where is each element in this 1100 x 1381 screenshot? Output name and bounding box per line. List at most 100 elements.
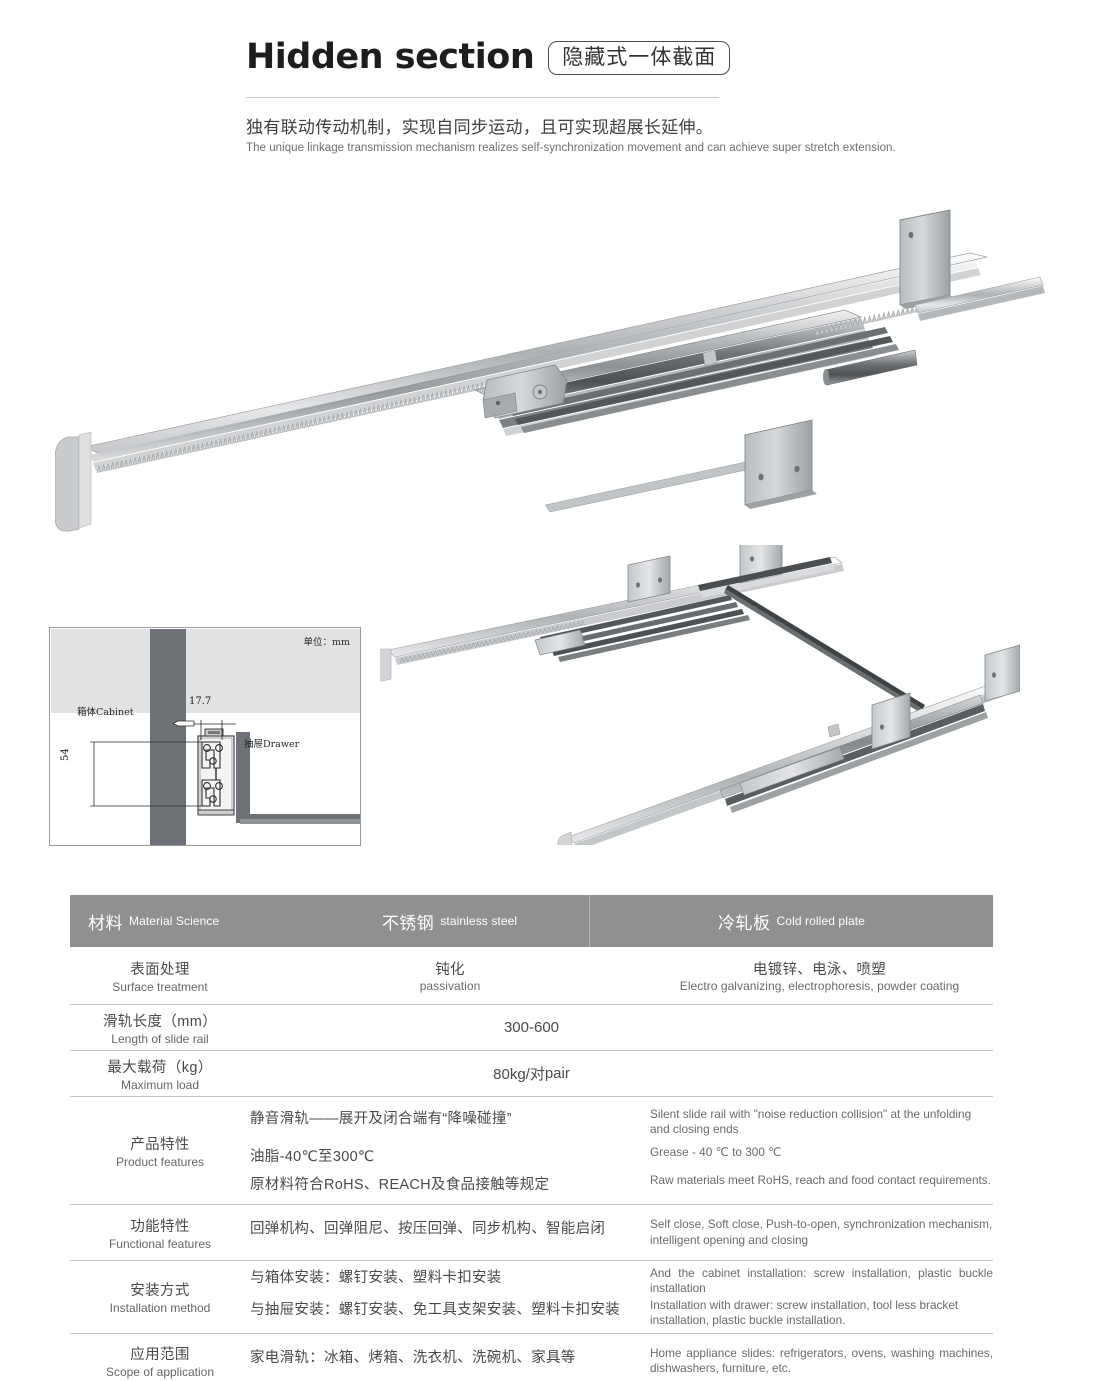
feature-cn: 与抽屉安装：螺钉安装、免工具支架安装、塑料卡扣安装 [250, 1301, 620, 1318]
cross-section-svg [51, 629, 360, 845]
header-coldrolled-en: Cold rolled plate [776, 914, 865, 928]
subtitle-english: The unique linkage transmission mechanis… [246, 142, 896, 154]
row-label-en: Installation method [109, 1301, 211, 1315]
row-label-cn: 表面处理 [130, 961, 190, 978]
rail-end-cap [55, 431, 92, 532]
row-label-max-load: 最大载荷（kg） Maximum load [70, 1051, 250, 1096]
product-image-synchronized-rail-pair [380, 545, 1020, 845]
header-cell-coldrolled: 冷轧板 Cold rolled plate [590, 895, 993, 947]
row-label-en: Length of slide rail [111, 1031, 209, 1046]
header-material-en: Material Science [129, 914, 220, 928]
feature-en: Raw materials meet RoHS, reach and food … [650, 1173, 991, 1188]
feature-en: Home appliance slides: refrigerators, ov… [650, 1345, 993, 1375]
mounting-bracket-left [744, 419, 817, 509]
feature-item: 回弹机构、回弹阻尼、按压回弹、同步机构、智能启闭 Self close, Sof… [250, 1217, 993, 1248]
row-label-installation-method: 安装方式 Installation method [70, 1261, 250, 1333]
header-cell-material: 材料 Material Science [70, 895, 310, 947]
table-row: 功能特性 Functional features 回弹机构、回弹阻尼、按压回弹、… [70, 1205, 993, 1261]
row-label-en: Maximum load [120, 1077, 200, 1092]
feature-item: 油脂-40℃至300℃ Grease - 40 ℃ to 300 ℃ [250, 1145, 993, 1166]
dimension-line-horizontal [190, 720, 236, 740]
feature-cn: 回弹机构、回弹阻尼、按压回弹、同步机构、智能启闭 [250, 1221, 606, 1238]
row-label-en: Scope of application [105, 1365, 215, 1379]
row-value-length: 300-600 [503, 1019, 560, 1036]
telescoping-rods [510, 327, 899, 433]
table-row: 滑轨长度（mm） Length of slide rail 300-600 [70, 1005, 993, 1051]
header-coldrolled-cn: 冷轧板 [718, 913, 771, 933]
feature-item: 与箱体安装：螺钉安装、塑料卡扣安装 And the cabinet instal… [250, 1266, 993, 1297]
row-label-cn: 安装方式 [130, 1283, 190, 1299]
title-badge-chinese: 隐藏式一体截面 [548, 40, 731, 75]
value-en: Electro galvanizing, electrophoresis, po… [679, 979, 960, 993]
dimension-width-label: 17.7 [189, 696, 212, 707]
dimension-line-vertical [90, 741, 202, 807]
header-material-cn: 材料 [88, 913, 123, 933]
page-title: Hidden section [246, 37, 535, 77]
row-label-en: Product features [115, 1154, 205, 1169]
table-row: 应用范围 Scope of application 家电滑轨：冰箱、烤箱、洗衣机… [70, 1334, 993, 1381]
top-clip [702, 349, 718, 367]
dimension-height-label: 54 [60, 748, 71, 761]
upper-rail-assembly [380, 545, 844, 682]
header-divider [246, 97, 719, 98]
row-label-surface-treatment: 表面处理 Surface treatment [70, 947, 250, 1004]
pivot-slider-block [482, 364, 568, 419]
row-label-cn: 应用范围 [130, 1347, 190, 1363]
feature-en: Installation with drawer: screw installa… [650, 1297, 959, 1327]
feature-cn: 油脂-40℃至300℃ [250, 1148, 375, 1165]
specification-table: 材料 Material Science 不锈钢 stainless steel … [70, 895, 1030, 1381]
fastener-arrow [172, 720, 195, 727]
lower-rail-assembly [557, 644, 1020, 845]
cross-section-technical-drawing: 单位：mm 箱体Cabinet 抽屉Drawer 17.7 54 [49, 627, 361, 846]
row-label-length: 滑轨长度（mm） Length of slide rail [70, 1005, 250, 1050]
header-stainless-en: stainless steel [440, 914, 518, 928]
product-features-list: 静音滑轨——展开及闭合端有“降噪碰撞” Silent slide rail wi… [250, 1097, 993, 1204]
feature-en: Grease - 40 ℃ to 300 ℃ [650, 1144, 782, 1159]
drawer-label: 抽屉Drawer [244, 739, 300, 750]
feature-cn: 原材料符合RoHS、REACH及食品接触等规定 [250, 1177, 550, 1194]
header-cell-stainless: 不锈钢 stainless steel [310, 895, 590, 947]
row-label-en: Functional features [108, 1236, 212, 1251]
secondary-rack [544, 459, 761, 513]
feature-item: 静音滑轨——展开及闭合端有“降噪碰撞” Silent slide rail wi… [250, 1107, 993, 1138]
row-value-right-surface: 电镀锌、电泳、喷塑 Electro galvanizing, electroph… [650, 947, 993, 1004]
right-tail-rail [914, 276, 1045, 321]
installation-method-list: 与箱体安装：螺钉安装、塑料卡扣安装 And the cabinet instal… [250, 1261, 993, 1333]
value-en: passivation [419, 979, 481, 993]
feature-cn: 与箱体安装：螺钉安装、塑料卡扣安装 [250, 1269, 502, 1286]
feature-cn: 家电滑轨：冰箱、烤箱、洗衣机、洗碗机、家具等 [250, 1349, 576, 1366]
table-row: 安装方式 Installation method 与箱体安装：螺钉安装、塑料卡扣… [70, 1261, 993, 1334]
feature-cn: 静音滑轨——展开及闭合端有“降噪碰撞” [250, 1110, 512, 1127]
page-header: Hidden section 隐藏式一体截面 独有联动传动机制，实现自同步运动，… [246, 40, 966, 154]
value-cn: 钝化 [435, 962, 465, 978]
mounting-bracket-right [899, 209, 955, 309]
value-cn: 电镀锌、电泳、喷塑 [752, 962, 887, 978]
table-header-row: 材料 Material Science 不锈钢 stainless steel … [70, 895, 993, 947]
row-value-mid-surface: 钝化 passivation [250, 947, 650, 1004]
header-stainless-cn: 不锈钢 [381, 913, 435, 933]
unit-label: 单位：mm [303, 637, 350, 648]
table-row: 产品特性 Product features 静音滑轨——展开及闭合端有“降噪碰撞… [70, 1097, 993, 1205]
row-label-cn: 最大载荷（kg） [107, 1059, 213, 1076]
subtitle-chinese: 独有联动传动机制，实现自同步运动，且可实现超展长延伸。 [246, 118, 714, 137]
row-label-cn: 滑轨长度（mm） [102, 1013, 218, 1030]
feature-en: Self close, Soft close, Push-to-open, sy… [650, 1217, 993, 1247]
gear-rack-teeth [96, 372, 525, 474]
value-unit: pair [544, 1065, 570, 1082]
title-row: Hidden section 隐藏式一体截面 [246, 40, 966, 75]
scope-application-list: 家电滑轨：冰箱、烤箱、洗衣机、洗碗机、家具等 Home appliance sl… [250, 1334, 993, 1381]
functional-features-list: 回弹机构、回弹阻尼、按压回弹、同步机构、智能启闭 Self close, Sof… [250, 1205, 993, 1260]
outer-rail-profile [83, 252, 988, 471]
row-label-scope-application: 应用范围 Scope of application [70, 1334, 250, 1381]
table-row: 表面处理 Surface treatment 钝化 passivation 电镀… [70, 947, 993, 1005]
row-label-product-features: 产品特性 Product features [70, 1097, 250, 1204]
feature-item: 原材料符合RoHS、REACH及食品接触等规定 Raw materials me… [250, 1173, 993, 1194]
product-image-extended-slide-rail [55, 209, 1045, 532]
row-label-cn: 产品特性 [130, 1136, 190, 1153]
roller-cylinder [823, 349, 918, 386]
row-label-functional-features: 功能特性 Functional features [70, 1205, 250, 1260]
value-main: 80kg/对 [493, 1066, 545, 1083]
